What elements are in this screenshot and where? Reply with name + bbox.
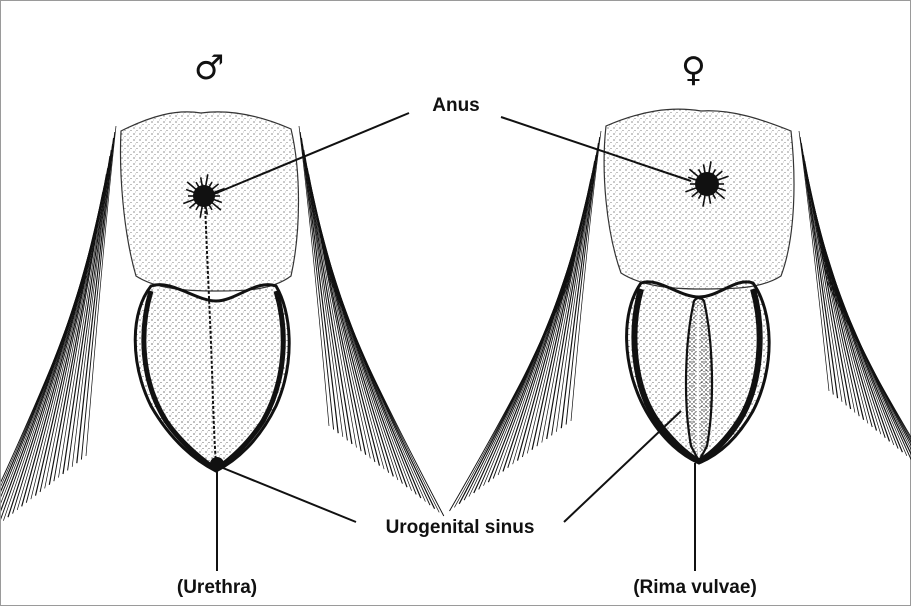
fur-strand — [547, 161, 595, 439]
male-symbol: ♂ — [194, 48, 224, 88]
anus-label: Anus — [432, 95, 480, 116]
fur-strand — [802, 149, 842, 402]
female-symbol: ♀ — [681, 50, 706, 90]
fur-strand — [305, 156, 352, 444]
rima-vulvae-label: (Rima vulvae) — [633, 577, 757, 598]
fur-strand — [552, 155, 596, 435]
fur-strand — [571, 131, 601, 421]
fur-strand — [469, 257, 575, 497]
fur-strand — [1, 252, 91, 532]
fur-strand — [324, 252, 425, 502]
urethra-label: (Urethra) — [177, 577, 257, 598]
fur-strand — [325, 258, 430, 505]
sinus-leader-male — [223, 468, 356, 522]
female-specimen — [450, 109, 911, 511]
male-specimen — [1, 112, 444, 546]
fur-strand — [81, 132, 114, 460]
female-perineal-region — [604, 109, 794, 289]
fur-strand — [304, 150, 348, 440]
male-urethral-opening — [210, 457, 224, 471]
urogenital-sinus-label: Urogenital sinus — [386, 517, 535, 538]
sinus-leader-female — [564, 411, 681, 522]
fur-strand — [542, 167, 594, 443]
fur-strand — [474, 251, 576, 493]
